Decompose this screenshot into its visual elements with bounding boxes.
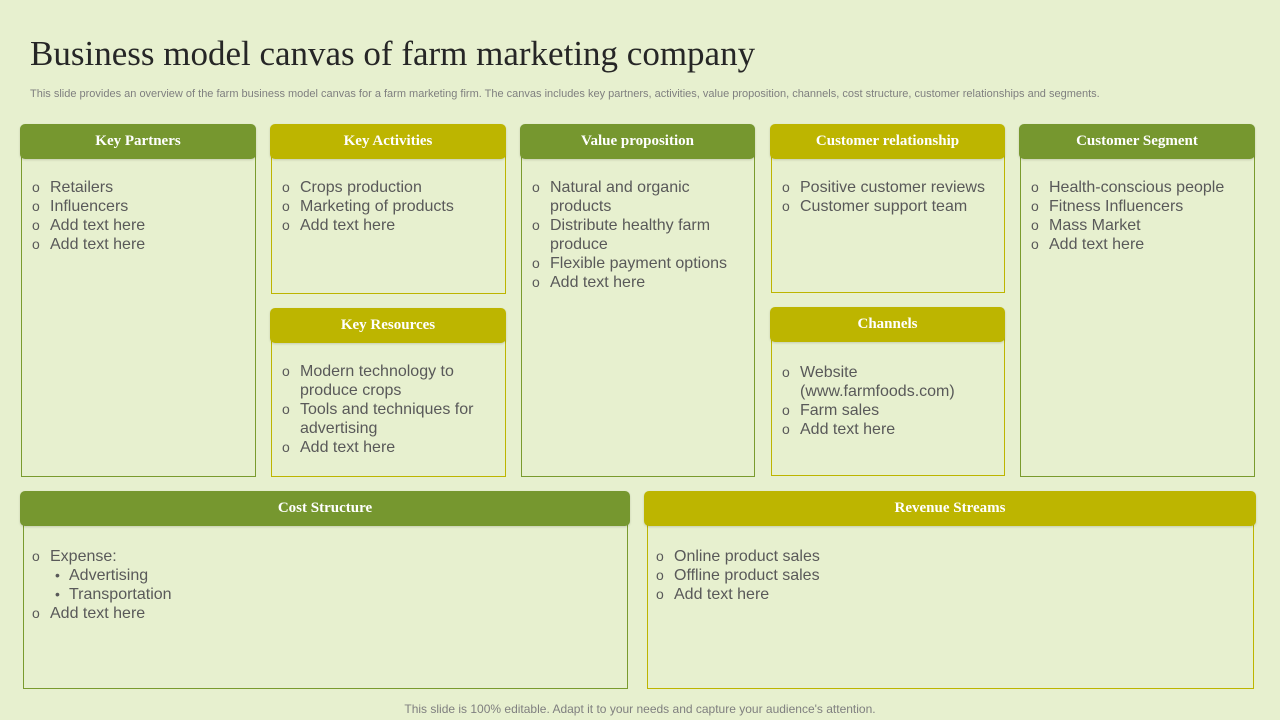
key-resources-list: Modern technology to produce crops Tools…	[282, 362, 496, 457]
list-item: Add text here	[32, 216, 246, 235]
list-item: Marketing of products	[282, 197, 496, 216]
list-item: Health-conscious people	[1031, 178, 1245, 197]
list-item: Add text here	[282, 438, 496, 457]
key-activities-header: Key Activities	[270, 124, 506, 159]
customer-segment-block: Customer Segment Health-conscious people…	[1019, 124, 1255, 477]
list-item: Modern technology to produce crops	[282, 362, 496, 400]
list-item: Website (www.farmfoods.com)	[782, 363, 995, 401]
list-item: Positive customer reviews	[782, 178, 995, 197]
customer-relationship-header: Customer relationship	[770, 124, 1005, 159]
key-resources-header: Key Resources	[270, 308, 506, 343]
key-activities-list: Crops production Marketing of products A…	[282, 178, 496, 235]
page-title: Business model canvas of farm marketing …	[30, 34, 756, 73]
list-item: Add text here	[656, 585, 1246, 604]
key-resources-block: Key Resources Modern technology to produ…	[270, 308, 506, 477]
list-item: Customer support team	[782, 197, 995, 216]
channels-list: Website (www.farmfoods.com) Farm sales A…	[782, 363, 995, 439]
key-partners-block: Key Partners Retailers Influencers Add t…	[20, 124, 256, 477]
cost-structure-header: Cost Structure	[20, 491, 630, 526]
key-partners-header: Key Partners	[20, 124, 256, 159]
key-activities-block: Key Activities Crops production Marketin…	[270, 124, 506, 294]
revenue-streams-list: Online product sales Offline product sal…	[656, 547, 1246, 604]
cost-structure-block: Cost Structure Expense: Advertising Tran…	[20, 491, 630, 689]
list-item: Influencers	[32, 197, 246, 216]
revenue-streams-header: Revenue Streams	[644, 491, 1256, 526]
key-partners-list: Retailers Influencers Add text here Add …	[32, 178, 246, 254]
list-item: Farm sales	[782, 401, 995, 420]
footer-note: This slide is 100% editable. Adapt it to…	[404, 702, 876, 716]
list-item: Crops production	[282, 178, 496, 197]
list-item: Add text here	[32, 604, 620, 623]
cost-structure-list: Expense: Advertising Transportation Add …	[32, 547, 620, 623]
list-item: Online product sales	[656, 547, 1246, 566]
list-item: Retailers	[32, 178, 246, 197]
list-item: Add text here	[32, 235, 246, 254]
value-proposition-block: Value proposition Natural and organic pr…	[520, 124, 755, 477]
list-item: Add text here	[282, 216, 496, 235]
list-item: Add text here	[782, 420, 995, 439]
customer-relationship-block: Customer relationship Positive customer …	[770, 124, 1005, 293]
customer-segment-list: Health-conscious people Fitness Influenc…	[1031, 178, 1245, 254]
value-proposition-list: Natural and organic products Distribute …	[532, 178, 745, 292]
list-sub-item: Transportation	[32, 585, 620, 604]
value-proposition-header: Value proposition	[520, 124, 755, 159]
customer-relationship-list: Positive customer reviews Customer suppo…	[782, 178, 995, 216]
channels-header: Channels	[770, 307, 1005, 342]
list-item: Expense:	[32, 547, 620, 566]
channels-block: Channels Website (www.farmfoods.com) Far…	[770, 307, 1005, 476]
list-item: Tools and techniques for advertising	[282, 400, 496, 438]
list-item: Natural and organic products	[532, 178, 745, 216]
list-item: Distribute healthy farm produce	[532, 216, 745, 254]
list-item: Offline product sales	[656, 566, 1246, 585]
revenue-streams-block: Revenue Streams Online product sales Off…	[644, 491, 1256, 689]
list-item: Add text here	[532, 273, 745, 292]
list-item: Add text here	[1031, 235, 1245, 254]
list-sub-item: Advertising	[32, 566, 620, 585]
list-item: Flexible payment options	[532, 254, 745, 273]
list-item: Fitness Influencers	[1031, 197, 1245, 216]
page-subtitle: This slide provides an overview of the f…	[30, 88, 1100, 100]
list-item: Mass Market	[1031, 216, 1245, 235]
customer-segment-header: Customer Segment	[1019, 124, 1255, 159]
